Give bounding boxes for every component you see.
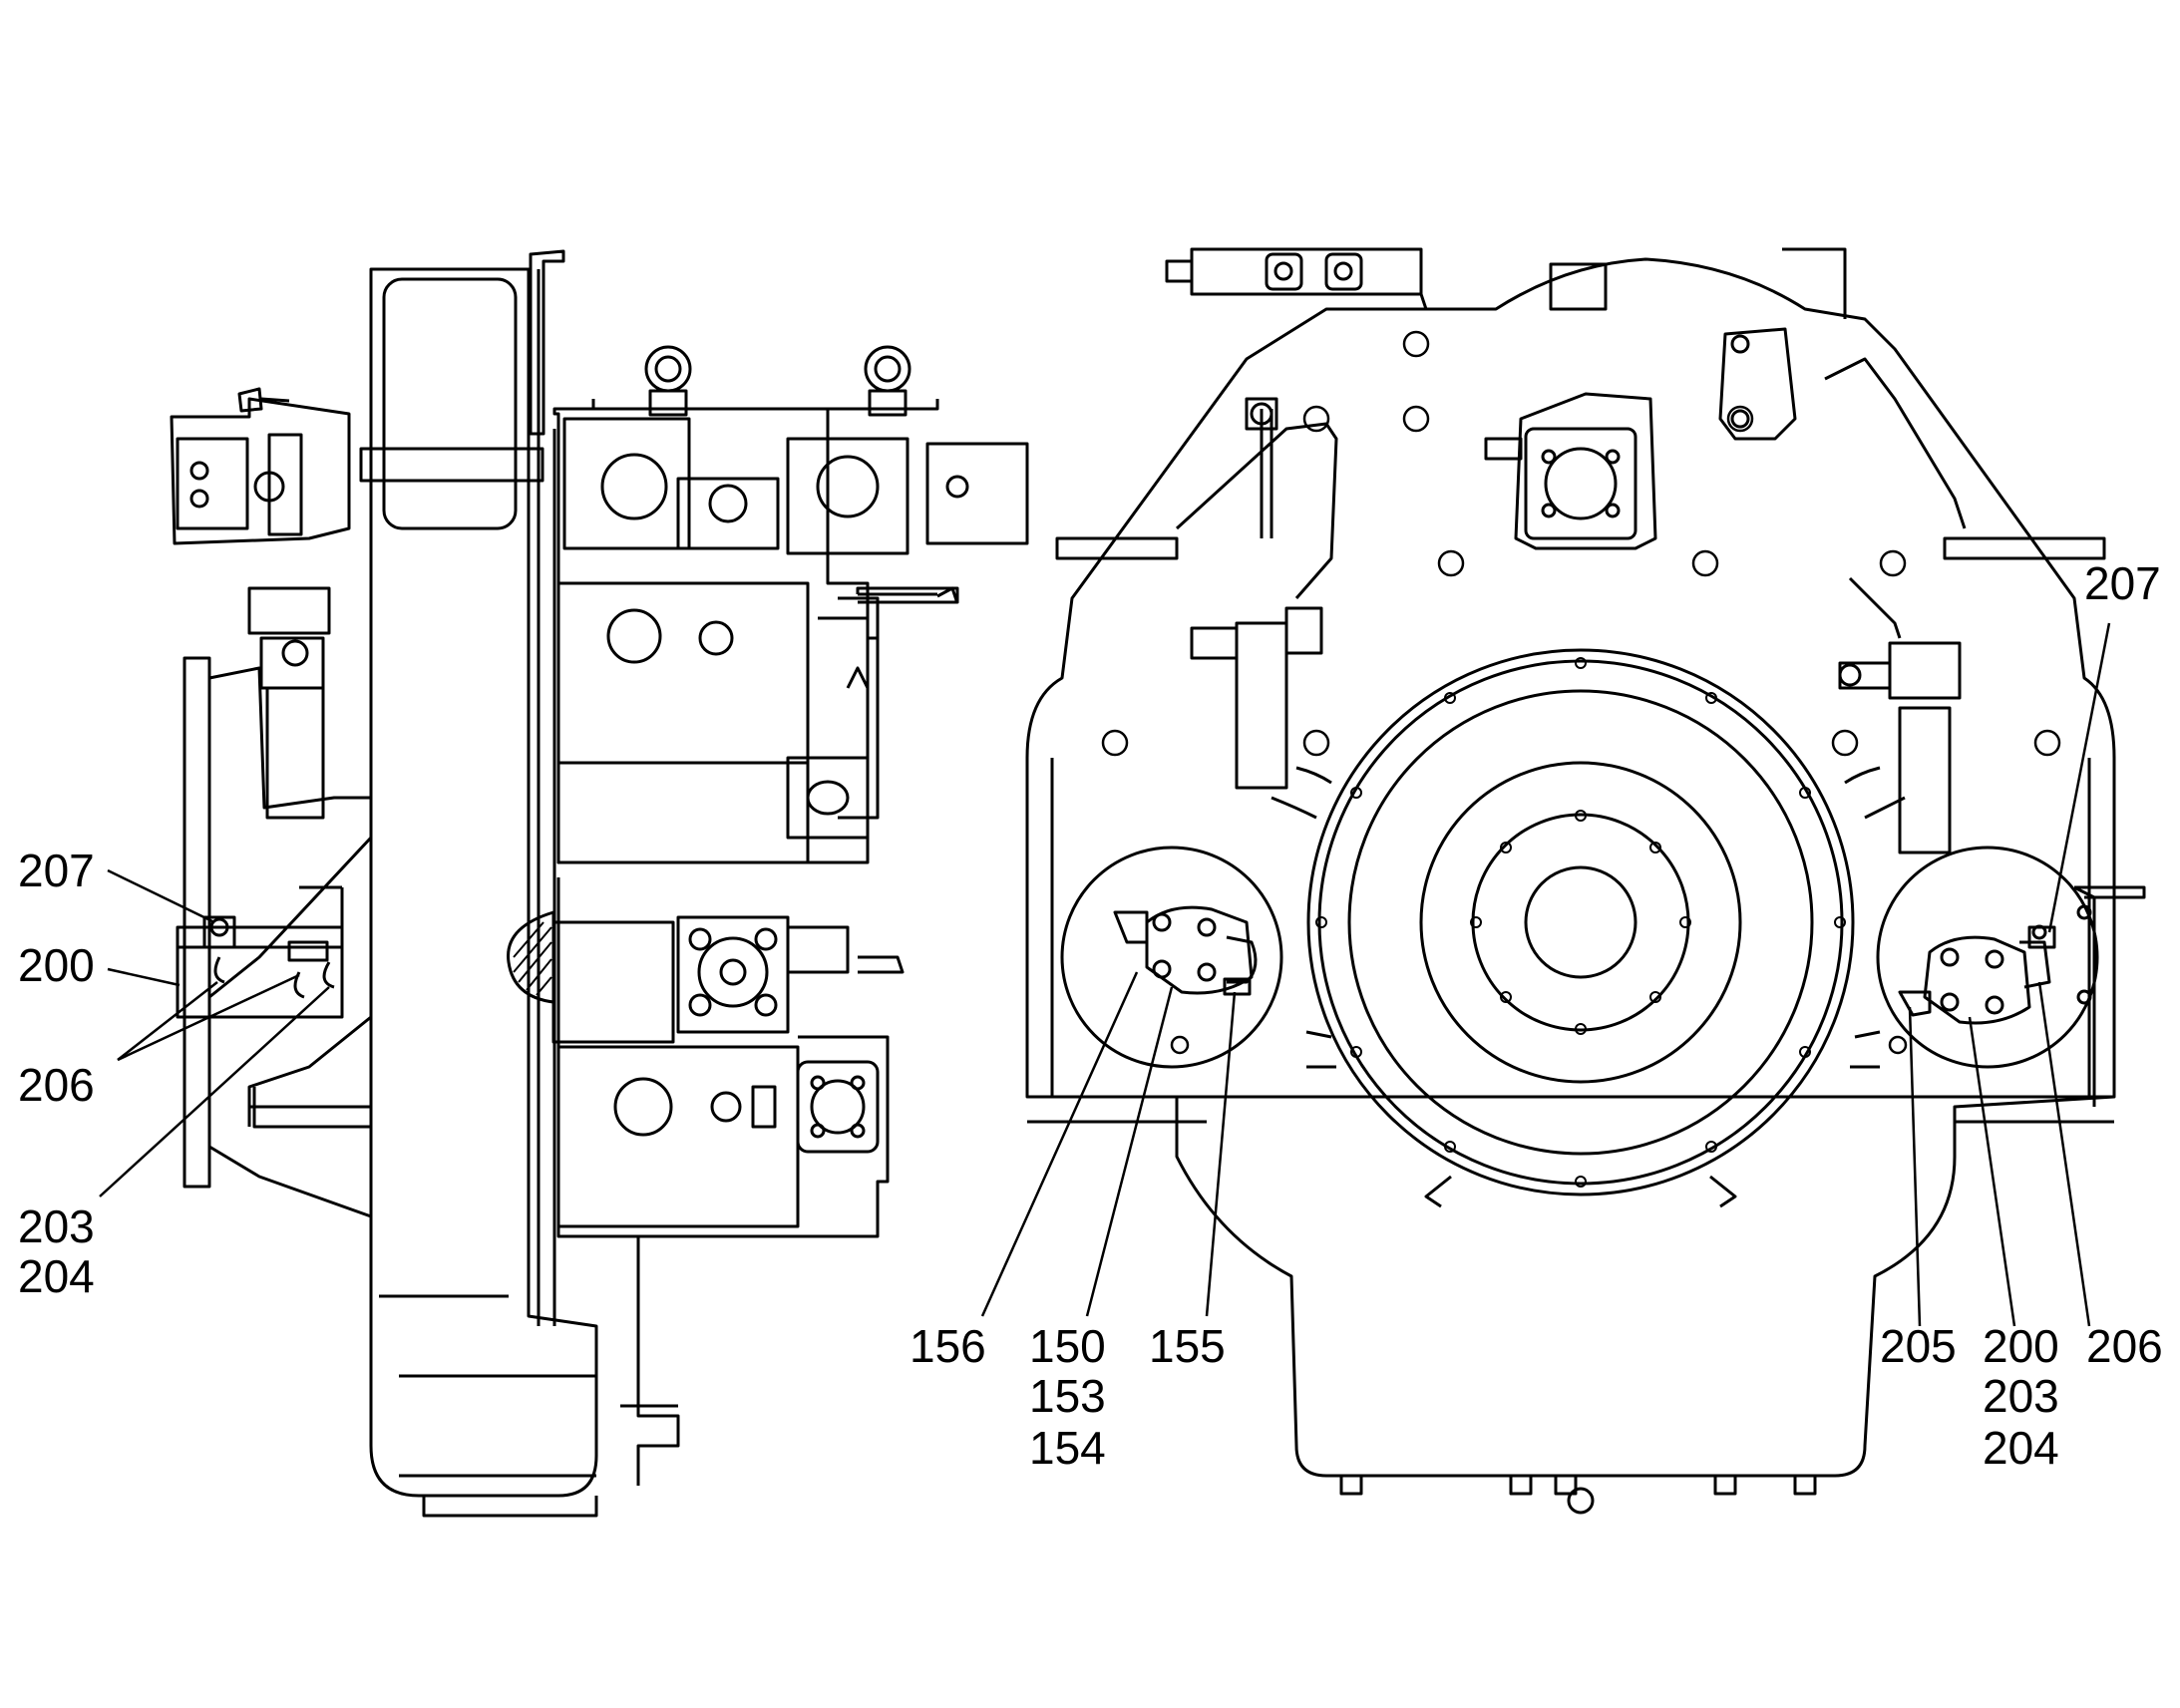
right-front-view	[980, 247, 2146, 1515]
callout-205: 205	[1880, 1320, 1957, 1372]
callout-154: 154	[1029, 1422, 1106, 1474]
callout-200-left: 200	[18, 939, 95, 991]
callout-150: 150	[1029, 1320, 1106, 1372]
callout-206-left: 206	[18, 1059, 95, 1111]
callout-207-right: 207	[2084, 557, 2161, 609]
callout-156: 156	[909, 1320, 986, 1372]
callout-203-right: 203	[1983, 1370, 2059, 1422]
callout-203-left: 203	[18, 1200, 95, 1252]
callout-204-left: 204	[18, 1250, 95, 1302]
callout-153: 153	[1029, 1370, 1106, 1422]
left-side-view	[99, 249, 1029, 1518]
callout-206-right: 206	[2086, 1320, 2163, 1372]
callout-155: 155	[1149, 1320, 1226, 1372]
callout-200-right: 200	[1983, 1320, 2059, 1372]
callout-204-right: 204	[1983, 1422, 2059, 1474]
callout-207-left: 207	[18, 845, 95, 896]
